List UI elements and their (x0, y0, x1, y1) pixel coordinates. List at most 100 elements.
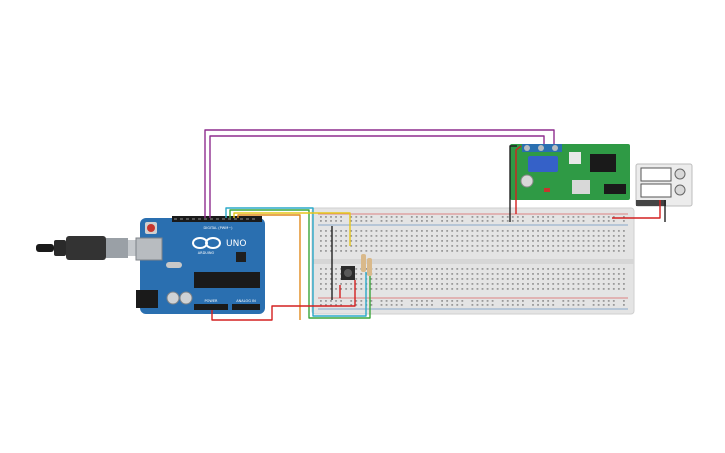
breadboard-hole (421, 300, 423, 302)
breadboard-hole (446, 230, 449, 232)
breadboard-hole (506, 240, 509, 242)
breadboard-hole (607, 240, 610, 242)
breadboard-hole (567, 304, 570, 306)
breadboard-hole (617, 283, 620, 285)
breadboard-hole (547, 278, 550, 280)
usb-cable-icon[interactable] (36, 236, 142, 260)
wire-purple-1[interactable] (204, 129, 555, 218)
breadboard-hole (390, 268, 393, 270)
breadboard-hole (410, 235, 413, 237)
breadboard-hole (506, 283, 509, 285)
breadboard-hole (552, 304, 555, 306)
breadboard-hole (516, 250, 519, 252)
breadboard-hole (562, 216, 565, 218)
breadboard-hole (491, 250, 494, 252)
breadboard-hole (623, 273, 625, 275)
breadboard-hole (532, 283, 534, 285)
breadboard-hole (461, 304, 464, 306)
breadboard-hole (527, 278, 529, 280)
breadboard-hole (466, 278, 469, 280)
breadboard-hole (461, 240, 464, 242)
breadboard-hole (395, 245, 398, 247)
wire-yellow[interactable] (233, 212, 351, 246)
breadboard-hole (436, 245, 438, 247)
breadboard-hole (441, 220, 443, 222)
breadboard-hole (522, 283, 524, 285)
breadboard-hole (597, 278, 600, 280)
breadboard-hole (421, 240, 423, 242)
breadboard-hole (320, 273, 322, 275)
output-knob-2[interactable] (674, 184, 686, 196)
breadboard-hole (446, 283, 449, 285)
breadboard-hole (592, 283, 595, 285)
breadboard-hole (426, 273, 428, 275)
breadboard-hole (557, 240, 560, 242)
wire-green[interactable] (229, 209, 371, 319)
breadboard-hole (522, 300, 524, 302)
breadboard-hole (395, 220, 398, 222)
breadboard-hole (325, 245, 327, 247)
breadboard-hole (340, 300, 342, 302)
breadboard-hole (350, 235, 353, 237)
arduino-uno-board[interactable]: DIGITAL (PWM~) UNO ARDUINO POWER ANALOG … (135, 216, 265, 314)
breadboard-hole (587, 273, 590, 275)
breadboard-hole (612, 220, 615, 222)
breadboard-hole (623, 235, 625, 237)
breadboard-hole (511, 283, 514, 285)
breadboard-hole (436, 273, 438, 275)
breadboard-hole (597, 240, 600, 242)
wire-orange[interactable] (237, 214, 301, 320)
breadboard-hole (360, 283, 363, 285)
reset-button[interactable] (147, 224, 155, 232)
breadboard-hole (567, 250, 570, 252)
wire-red-power[interactable] (211, 280, 356, 321)
output-knob-1[interactable] (674, 168, 686, 180)
breadboard-hole (355, 278, 358, 280)
breadboard-hole (380, 288, 383, 290)
wire-black-module[interactable] (509, 145, 517, 222)
breadboard-hole (370, 278, 373, 280)
breadboard-hole (365, 245, 368, 247)
breadboard-hole (370, 220, 373, 222)
breadboard-hole (350, 245, 353, 247)
output-device[interactable] (635, 163, 693, 207)
breadboard-hole (572, 220, 575, 222)
breadboard-hole (330, 235, 332, 237)
breadboard-hole (335, 245, 337, 247)
breadboard-hole (436, 268, 438, 270)
breadboard-hole (532, 235, 534, 237)
breadboard-hole (557, 273, 560, 275)
breadboard-hole (441, 240, 443, 242)
breadboard-hole (325, 235, 327, 237)
wire-red-output[interactable] (612, 200, 661, 219)
breadboard-hole (350, 240, 353, 242)
breadboard-hole (456, 245, 459, 247)
breadboard[interactable] (311, 207, 635, 315)
module-led (544, 188, 550, 192)
breadboard-hole (456, 288, 459, 290)
wire-purple-2[interactable] (209, 135, 545, 218)
breadboard-hole (415, 245, 418, 247)
breadboard-hole (481, 230, 484, 232)
breadboard-hole (355, 273, 358, 275)
breadboard-hole (582, 273, 585, 275)
breadboard-hole (365, 235, 368, 237)
pushbutton[interactable] (341, 266, 355, 280)
breadboard-hole (532, 268, 534, 270)
breadboard-hole (562, 220, 565, 222)
breadboard-hole (395, 278, 398, 280)
driver-module[interactable] (510, 144, 630, 200)
breadboard-hole (572, 288, 575, 290)
breadboard-hole (426, 230, 428, 232)
breadboard-hole (557, 283, 560, 285)
breadboard-hole (516, 300, 519, 302)
breadboard-hole (552, 245, 555, 247)
breadboard-hole (380, 220, 383, 222)
wire-cyan[interactable] (225, 207, 367, 317)
breadboard-hole (557, 230, 560, 232)
breadboard-hole (501, 278, 504, 280)
wire-red-module[interactable] (515, 145, 522, 214)
breadboard-hole (577, 230, 580, 232)
breadboard-hole (415, 268, 418, 270)
breadboard-hole (355, 268, 358, 270)
